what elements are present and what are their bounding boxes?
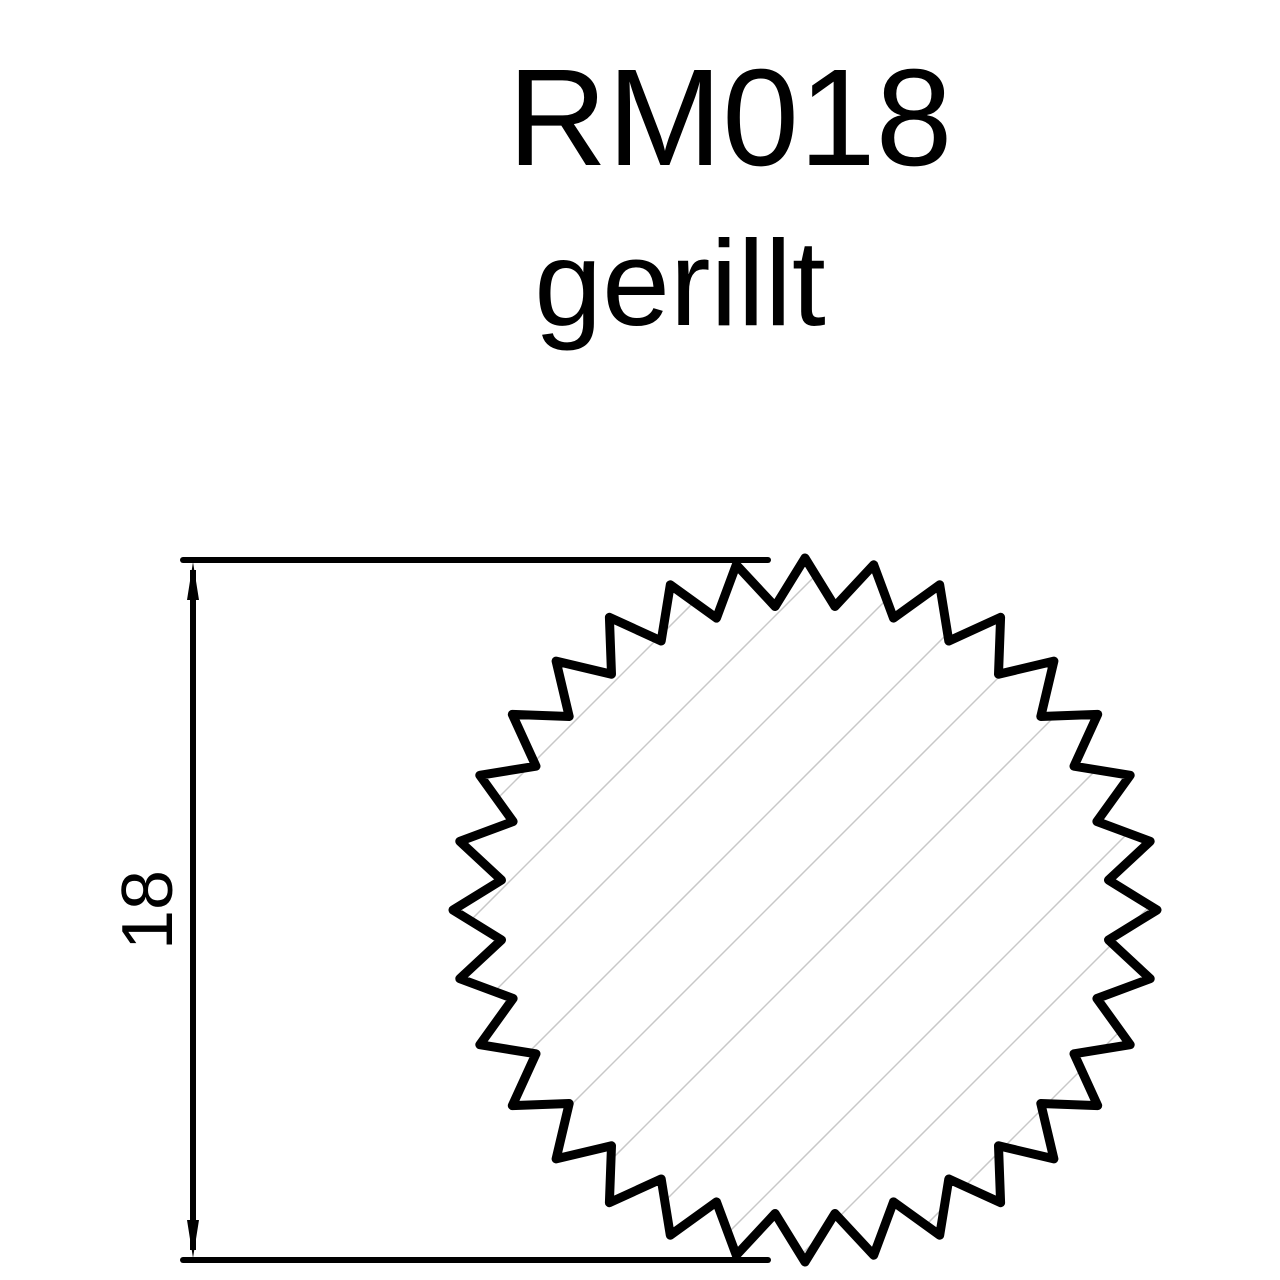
- hatch-line: [453, 558, 1119, 1224]
- hatch-line: [453, 558, 549, 654]
- hatch-line: [888, 993, 1157, 1262]
- hatch-line: [453, 558, 929, 1034]
- arrow-up-icon: [187, 562, 199, 600]
- hatch-line: [453, 558, 834, 939]
- hatch-line: [508, 613, 1157, 1262]
- profile-description: gerillt: [534, 215, 826, 351]
- hatch-line: [983, 1088, 1157, 1262]
- profile-code: RM018: [508, 41, 953, 195]
- hatch-line: [453, 558, 739, 844]
- serrated-profile-outline: [448, 553, 1162, 1267]
- dimension-18: 18: [108, 557, 771, 1263]
- hatch-line: [603, 708, 1157, 1262]
- hatch-line: [1078, 1183, 1157, 1262]
- arrow-down-icon: [187, 1220, 199, 1258]
- dimension-value: 18: [108, 870, 188, 950]
- hatch-line: [698, 803, 1157, 1262]
- hatch-line: [453, 558, 1024, 1129]
- hatch-line: [793, 898, 1157, 1262]
